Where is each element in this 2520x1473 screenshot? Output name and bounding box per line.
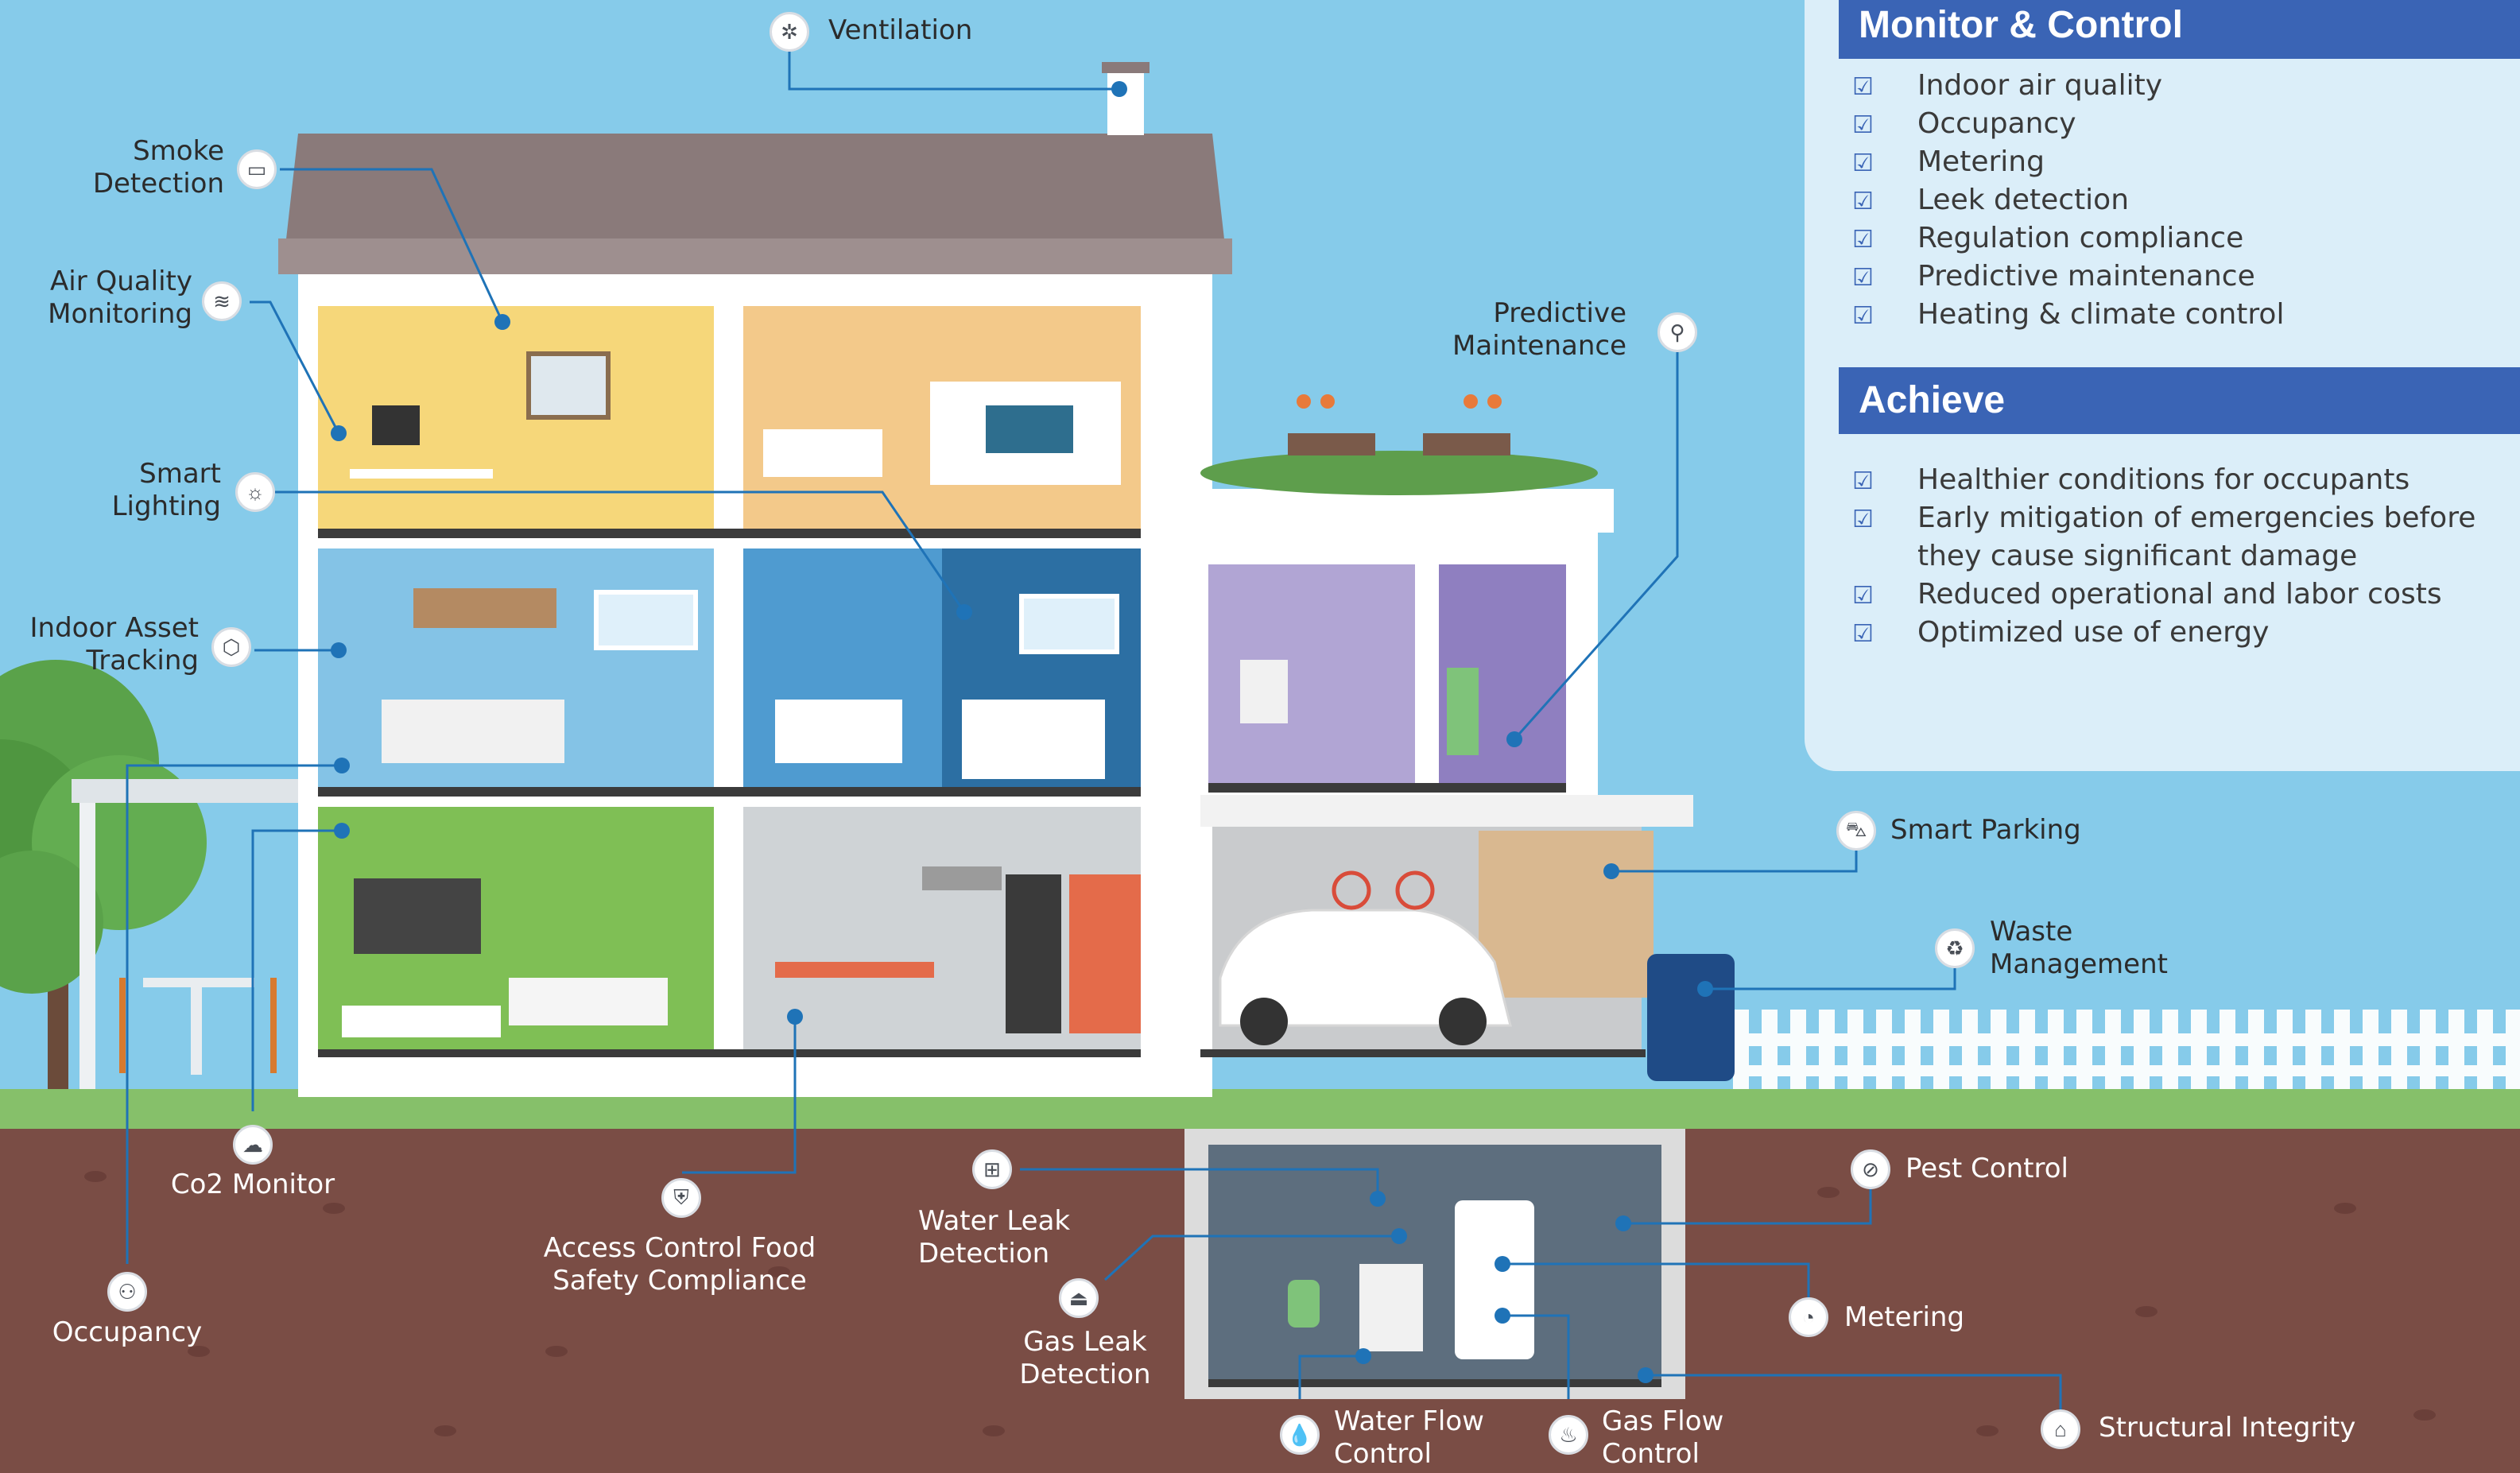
monitor-control-item-text: Predictive maintenance xyxy=(1917,260,2255,293)
monitor-control-item: ☑ Metering xyxy=(1852,143,2520,181)
checkbox-icon: ☑ xyxy=(1852,506,1874,533)
sun-icon: ☼ xyxy=(235,472,275,512)
monitor-control-item-text: Regulation compliance xyxy=(1917,222,2244,254)
monitor-control-list: ☑ Indoor air quality ☑ Occupancy ☑ Metering ☑ L… xyxy=(1852,67,2520,334)
label-pest-control: Pest Control xyxy=(1906,1153,2068,1184)
monitor-control-item: ☑ Indoor air quality xyxy=(1852,67,2520,105)
flame-icon: ♨ xyxy=(1549,1415,1588,1455)
monitor-control-item-text: Heating & climate control xyxy=(1917,298,2285,331)
checkbox-icon: ☑ xyxy=(1852,264,1874,292)
monitor-control-item-text: Indoor air quality xyxy=(1917,69,2163,102)
label-occupancy: Occupancy xyxy=(52,1316,203,1348)
fan-icon: ✲ xyxy=(770,12,809,52)
car-icon: ⛍ xyxy=(1836,811,1876,851)
label-ventilation: Ventilation xyxy=(828,14,973,46)
monitor-control-item-text: Occupancy xyxy=(1917,107,2076,140)
checkbox-icon: ☑ xyxy=(1852,302,1874,330)
wind-icon: ≋ xyxy=(202,281,242,321)
monitor-control-item: ☑ Leek detection xyxy=(1852,181,2520,219)
box-icon: ⬡ xyxy=(211,627,251,667)
gas-icon: ⏏ xyxy=(1059,1278,1099,1318)
recycle-icon: ♻ xyxy=(1935,928,1975,968)
gauge-icon: ◔ xyxy=(1789,1297,1828,1337)
connector-lines xyxy=(126,48,2062,1411)
label-smart-parking: Smart Parking xyxy=(1890,814,2081,846)
label-structural-integrity: Structural Integrity xyxy=(2099,1412,2356,1444)
monitor-control-item: ☑ Occupancy xyxy=(1852,105,2520,143)
achieve-item: ☑ Optimized use of energy xyxy=(1852,614,2520,652)
checkbox-icon: ☑ xyxy=(1852,582,1874,610)
checkbox-icon: ☑ xyxy=(1852,111,1874,139)
wrench-icon: ⚲ xyxy=(1657,312,1697,352)
house xyxy=(278,62,1232,1097)
bug-icon: ⊘ xyxy=(1851,1149,1890,1189)
people-icon: ⚇ xyxy=(107,1272,147,1312)
achieve-item-text: Optimized use of energy xyxy=(1917,616,2270,649)
cloud-icon: ☁ xyxy=(233,1125,273,1165)
checkbox-icon: ☑ xyxy=(1852,149,1874,177)
monitor-control-item-text: Leek detection xyxy=(1917,184,2130,216)
droplet-icon: 💧 xyxy=(1280,1415,1320,1455)
monitor-control-heading: Monitor & Control xyxy=(1839,0,2520,59)
shield-icon: ⛨ xyxy=(661,1178,701,1218)
label-co2-monitor: Co2 Monitor xyxy=(170,1169,335,1200)
connector-dots xyxy=(331,81,1713,1383)
checkbox-icon: ☑ xyxy=(1852,467,1874,495)
checkbox-icon: ☑ xyxy=(1852,226,1874,254)
checkbox-icon: ☑ xyxy=(1852,73,1874,101)
monitor-control-item-text: Metering xyxy=(1917,145,2045,178)
pipe-icon: ⊞ xyxy=(972,1149,1012,1189)
achieve-item: ☑ Healthier conditions for occupants xyxy=(1852,461,2520,499)
achieve-item-text: Healthier conditions for occupants xyxy=(1917,463,2410,496)
monitor-control-item: ☑ Regulation compliance xyxy=(1852,219,2520,258)
building-icon: ⌂ xyxy=(2041,1409,2080,1449)
patio xyxy=(72,779,302,1089)
monitor-control-item: ☑ Heating & climate control xyxy=(1852,296,2520,334)
achieve-item-text: Reduced operational and labor costs xyxy=(1917,578,2442,611)
fence xyxy=(1709,1010,2520,1097)
achieve-item: ☑ Early mitigation of emergencies before … xyxy=(1852,499,2520,576)
achieve-item: ☑ Reduced operational and labor costs xyxy=(1852,576,2520,614)
checkbox-icon: ☑ xyxy=(1852,620,1874,648)
checkbox-icon: ☑ xyxy=(1852,188,1874,215)
achieve-item-text: Early mitigation of emergencies before t… xyxy=(1917,502,2476,572)
smoke-detector-icon: ▭ xyxy=(237,149,277,189)
monitor-control-item: ☑ Predictive maintenance xyxy=(1852,258,2520,296)
achieve-heading: Achieve xyxy=(1839,367,2520,434)
annex xyxy=(1200,394,1735,1081)
label-metering: Metering xyxy=(1844,1301,1965,1333)
achieve-list: ☑ Healthier conditions for occupants ☑ Earl… xyxy=(1852,461,2520,652)
